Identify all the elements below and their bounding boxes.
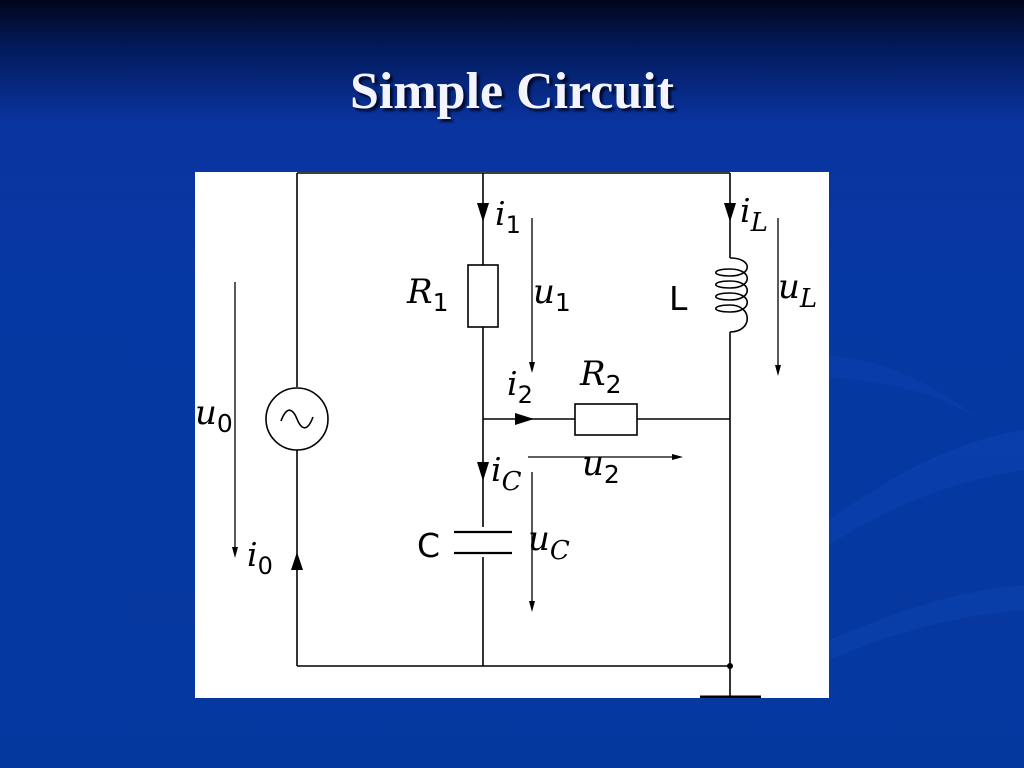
label-u1: u1 [533,272,571,317]
capacitor-c [454,530,512,555]
label-u2: u2 [582,444,620,489]
inductor-l [714,257,749,333]
label-L: L [669,279,688,318]
arrow-i2 [515,413,534,425]
label-iC: iC [491,450,522,497]
label-C: C [417,526,440,565]
label-i2: i2 [507,364,533,409]
label-i1: i1 [495,194,521,239]
arrow-iC [477,462,489,481]
resistor-r1 [467,264,499,328]
slide-title: Simple Circuit [349,63,675,120]
junction-dot [727,663,733,669]
arrow-i1 [477,203,489,222]
arrow-iL [724,203,736,222]
circuit-wires [296,172,731,698]
label-uC: uC [528,519,570,566]
label-uL: uL [778,267,817,314]
arrow-i0 [291,552,303,570]
label-R1: R1 [406,272,449,317]
circuit-diagram: i1 iL R1 u1 L uL R2 i2 u0 iC u2 C [195,172,829,698]
label-u0: u0 [195,393,233,438]
current-arrows [291,203,736,570]
label-i0: i0 [247,535,273,580]
voltage-arrows [234,218,779,606]
label-iL: iL [740,191,768,238]
label-R2: R2 [579,354,622,399]
ac-source [265,387,329,451]
circuit-svg: i1 iL R1 u1 L uL R2 i2 u0 iC u2 C [195,172,817,698]
resistor-r2 [574,403,638,436]
